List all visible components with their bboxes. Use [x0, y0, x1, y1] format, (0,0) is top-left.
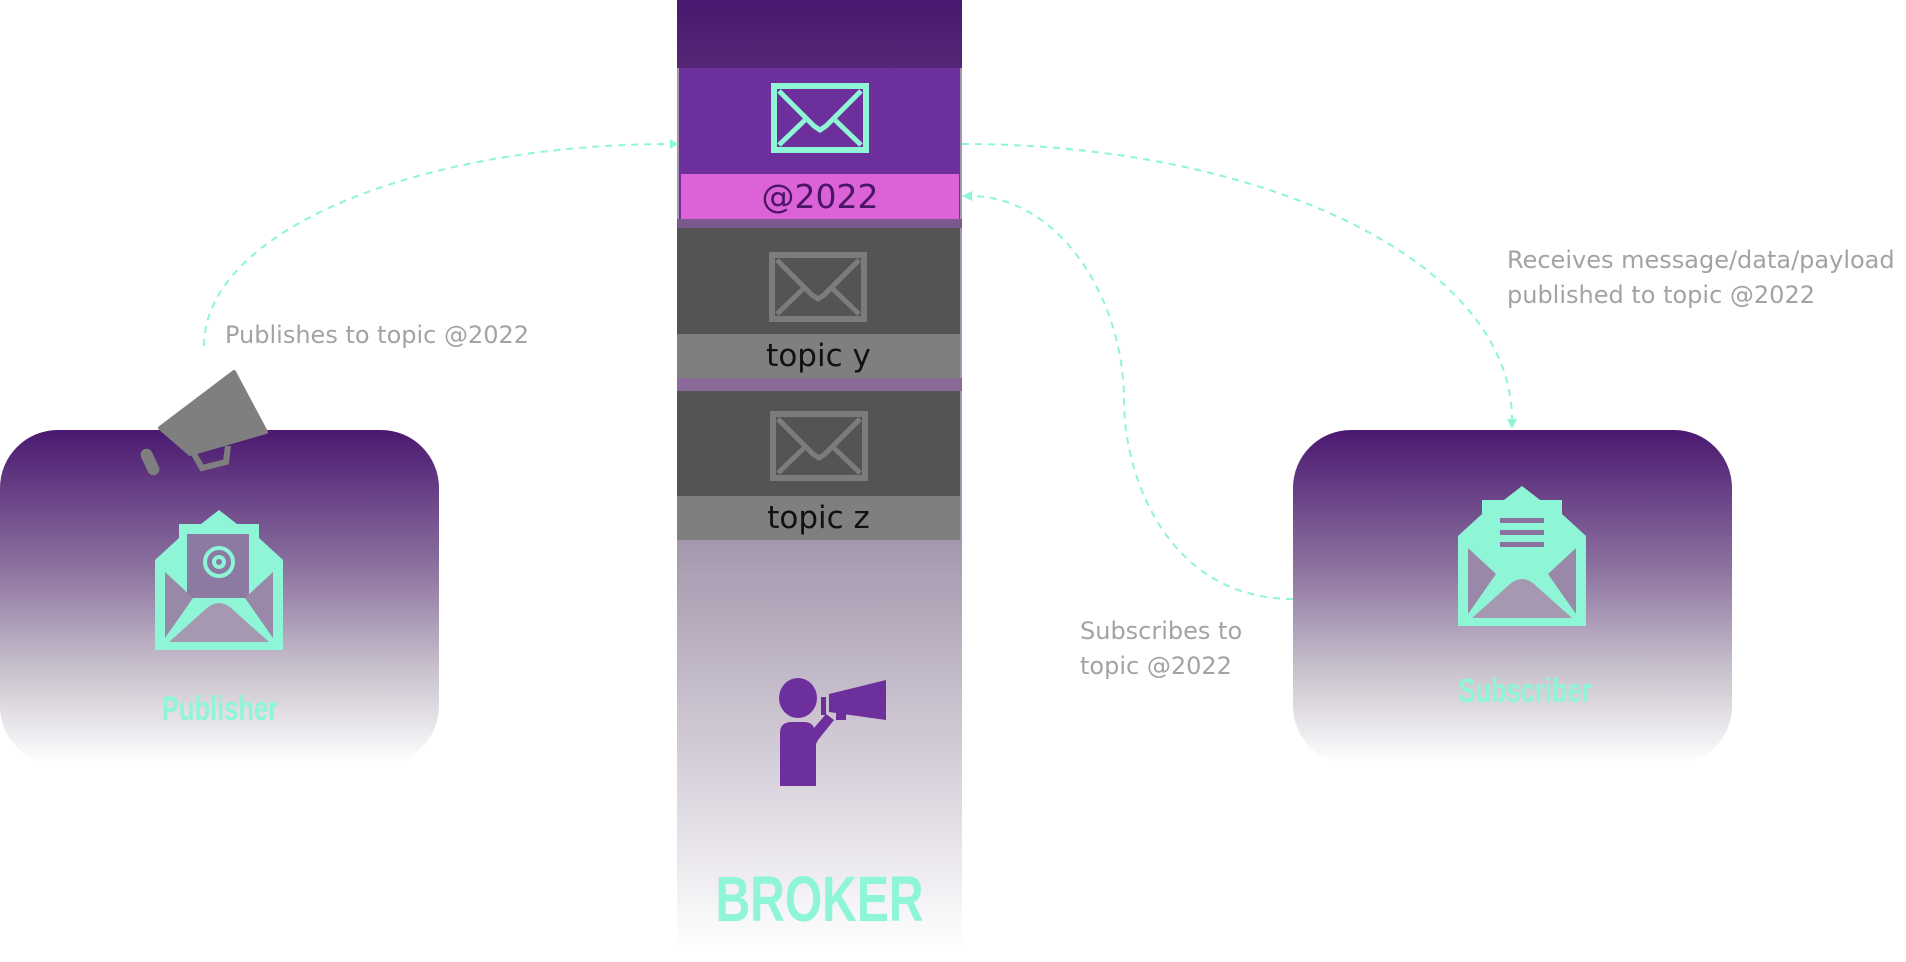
subscribe-note-line: topic @2022 — [1080, 652, 1232, 680]
receive-note-line: Receives message/data/payload — [1507, 246, 1895, 274]
topic-z-block[interactable] — [677, 391, 960, 496]
broker-header — [677, 0, 962, 68]
envelope-icon — [770, 411, 868, 481]
topic-z-label: topic z — [677, 496, 960, 540]
topic-y-label: topic y — [677, 334, 960, 378]
divider — [677, 378, 962, 391]
email-at-icon — [155, 510, 283, 650]
deliver-arrow — [961, 143, 1513, 421]
subscribe-note: Subscribes to topic @2022 — [1080, 614, 1242, 684]
broker-title: BROKER — [715, 863, 924, 935]
arrow-head — [962, 191, 972, 201]
subscriber-title: Subscriber — [1458, 672, 1592, 710]
envelope-icon — [769, 252, 867, 322]
publisher-title: Publisher — [161, 690, 279, 728]
email-document-icon — [1458, 486, 1586, 626]
subscribe-note-line: Subscribes to — [1080, 617, 1243, 645]
arrow-head — [1507, 419, 1517, 429]
topic-2022-label: @2022 — [681, 174, 959, 219]
person-megaphone-icon — [779, 678, 886, 786]
subscribe-arrow — [969, 195, 1294, 600]
megaphone-icon — [140, 370, 268, 476]
receive-note: Receives message/data/payload published … — [1507, 243, 1895, 313]
topic-y-block[interactable] — [677, 228, 960, 334]
divider — [677, 219, 962, 228]
publish-note: Publishes to topic @2022 — [225, 321, 530, 349]
publish-arrow — [203, 143, 673, 347]
receive-note-line: published to topic @2022 — [1507, 281, 1815, 309]
envelope-icon — [771, 83, 869, 153]
